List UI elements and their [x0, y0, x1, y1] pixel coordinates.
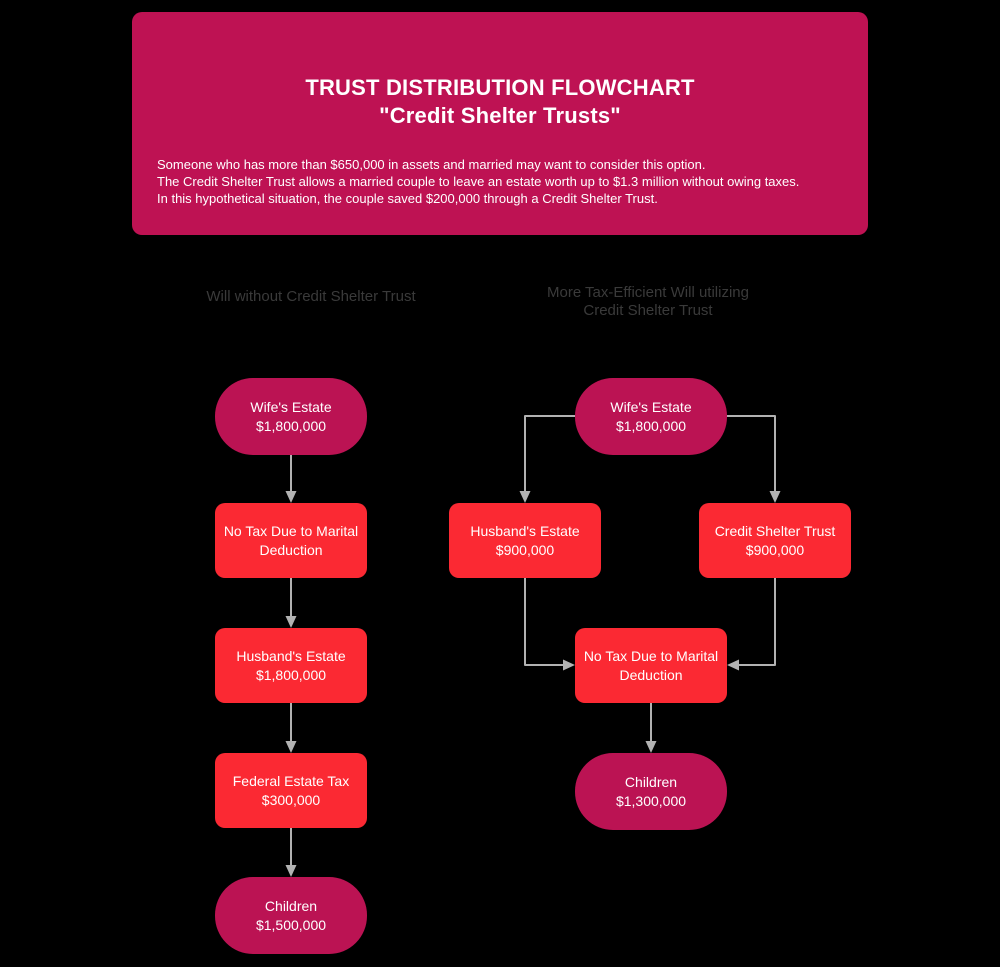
node-wifes-estate-right: Wife's Estate $1,800,000 [575, 378, 727, 455]
description-line-2: The Credit Shelter Trust allows a marrie… [157, 174, 800, 189]
node-value: $1,800,000 [255, 666, 327, 683]
column-heading-without-trust: Will without Credit Shelter Trust [206, 288, 416, 305]
node-label: Wife's Estate [610, 398, 692, 415]
node-label: No Tax Due to Marital Deduction [583, 647, 719, 683]
flowchart-title: TRUST DISTRIBUTION FLOWCHART [305, 75, 695, 100]
connector-right-split-left [524, 415, 575, 493]
node-wifes-estate-left: Wife's Estate $1,800,000 [215, 378, 367, 455]
column-heading-with-trust-line2: Credit Shelter Trust [583, 302, 713, 319]
node-label: Children [264, 897, 318, 914]
description-line-3: In this hypothetical situation, the coup… [157, 191, 658, 206]
connector-right-split-right [727, 415, 776, 493]
connector-right-merge-right [737, 578, 776, 666]
node-children-left: Children $1,500,000 [215, 877, 367, 954]
arrow-down-icon [769, 491, 781, 503]
node-label: Wife's Estate [250, 398, 332, 415]
node-credit-shelter-trust: Credit Shelter Trust $900,000 [699, 503, 851, 578]
node-value: $300,000 [261, 791, 321, 808]
arrow-down-icon [519, 491, 531, 503]
node-label: Credit Shelter Trust [714, 522, 836, 539]
flowchart-subtitle: "Credit Shelter Trusts" [379, 103, 621, 128]
node-no-tax-left: No Tax Due to Marital Deduction [215, 503, 367, 578]
node-federal-estate-tax: Federal Estate Tax $300,000 [215, 753, 367, 828]
node-value: $1,500,000 [255, 916, 327, 933]
description-line-1: Someone who has more than $650,000 in as… [157, 157, 706, 172]
node-value: $900,000 [495, 541, 555, 558]
header-description: Someone who has more than $650,000 in as… [132, 156, 868, 207]
arrow-down-icon [285, 741, 297, 753]
header-panel: TRUST DISTRIBUTION FLOWCHART "Credit She… [132, 12, 868, 235]
node-value: $1,800,000 [255, 417, 327, 434]
connector-right-merge-left [524, 578, 565, 666]
node-label: No Tax Due to Marital Deduction [223, 522, 359, 558]
arrow-down-icon [285, 616, 297, 628]
arrow-down-icon [285, 491, 297, 503]
node-label: Husband's Estate [236, 647, 346, 664]
node-value: $1,800,000 [615, 417, 687, 434]
node-value: $1,300,000 [615, 792, 687, 809]
node-no-tax-right: No Tax Due to Marital Deduction [575, 628, 727, 703]
arrow-left-icon [727, 659, 739, 671]
node-label: Husband's Estate [470, 522, 580, 539]
node-husbands-estate-right: Husband's Estate $900,000 [449, 503, 601, 578]
column-heading-with-trust-line1: More Tax-Efficient Will utilizing [546, 284, 749, 301]
node-children-right: Children $1,300,000 [575, 753, 727, 830]
node-husbands-estate-left: Husband's Estate $1,800,000 [215, 628, 367, 703]
node-value: $900,000 [745, 541, 805, 558]
column-heading-with-trust: More Tax-Efficient Will utilizing Credit… [478, 284, 818, 320]
arrow-down-icon [285, 865, 297, 877]
node-label: Children [624, 773, 678, 790]
arrow-down-icon [645, 741, 657, 753]
node-label: Federal Estate Tax [232, 772, 350, 789]
arrow-right-icon [563, 659, 575, 671]
